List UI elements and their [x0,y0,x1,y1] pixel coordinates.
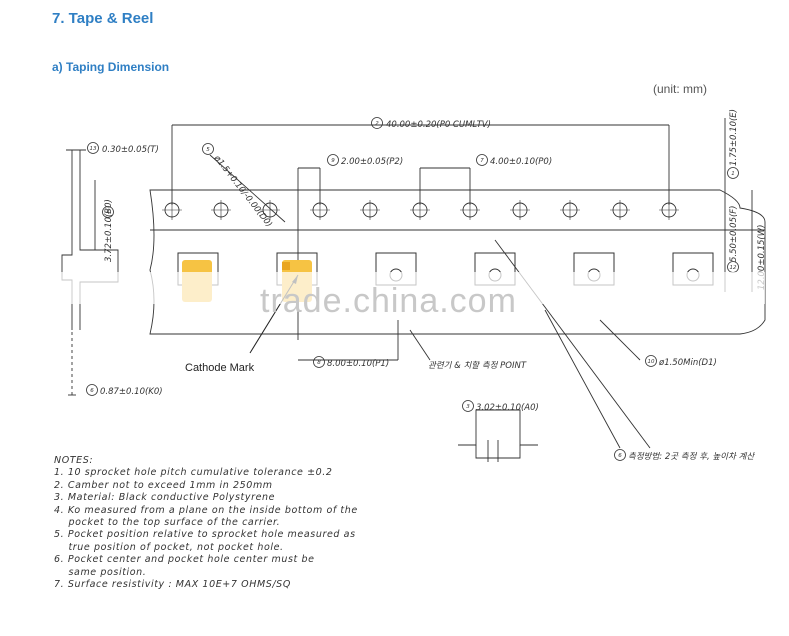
dim-4: 3.72±0.10(B0) [104,199,114,262]
dim-5: ø1.5+0.10/-0.00(D0) [211,153,274,229]
cathode-mark-label: Cathode Mark [185,362,255,374]
svg-text:5: 5 [206,147,210,153]
svg-text:13: 13 [90,146,97,152]
subsection-title: a) Taping Dimension [52,60,170,74]
svg-text:3: 3 [466,404,470,410]
svg-text:6: 6 [90,388,94,394]
dim-12: 5.50±0.05(F) [729,206,739,263]
note-line: 6. Pocket center and pocket hole center … [54,554,315,566]
dim-3: 3.02±0.10(A0) [476,403,539,413]
watermark-band [40,272,765,304]
dim-10: ø1.50Min(D1) [658,358,717,368]
svg-text:4: 4 [106,210,110,216]
callout-3 [462,400,474,412]
callout-9 [327,154,339,166]
note-line: 3. Material: Black conductive Polystyren… [54,492,276,504]
dim-13: 0.30±0.05(T) [102,145,159,155]
dim-point: 관련기 & 치할 측정 POINT [428,360,527,371]
svg-text:7: 7 [480,158,484,164]
callout-5 [202,143,214,155]
callout-4 [102,206,114,218]
note-line: pocket to the top surface of the carrier… [54,517,281,529]
note-line: true position of pocket, not pocket hole… [54,541,284,553]
watermark: trade.china.com [260,282,517,320]
dim-w: 12.00±0.15(W) [757,225,767,290]
unit-label: (unit: mm) [653,82,707,96]
dim-8: 8.00±0.10(P1) [327,359,389,369]
dim-7: 4.00±0.10(P0) [490,157,552,167]
note-line: 7. Surface resistivity : MAX 10E+7 OHMS/… [54,579,291,591]
svg-text:6: 6 [618,453,622,459]
note-line: 5. Pocket position relative to sprocket … [54,529,356,541]
tape-outline [149,189,766,335]
svg-text:9: 9 [331,158,335,164]
svg-text:8: 8 [317,360,321,366]
dim-measure: 측정방법: 2곳 측정 후, 높이차 계산 [628,451,755,462]
callout-13 [87,142,99,154]
callout-1 [727,167,739,179]
svg-text:12: 12 [730,265,737,271]
note-line: 4. Ko measured from a plane on the insid… [54,504,358,516]
svg-text:2: 2 [375,121,379,127]
callout-10 [645,355,657,367]
notes-block: NOTES: 1. 10 sprocket hole pitch cumulat… [54,455,358,591]
dim-1: 1.75±0.10(E) [729,109,739,166]
note-line: 1. 10 sprocket hole pitch cumulative tol… [54,467,333,479]
note-line: same position. [54,566,147,578]
callout-measure [614,449,626,461]
svg-text:10: 10 [648,359,655,365]
svg-text:1: 1 [731,171,735,177]
callout-7 [476,154,488,166]
dim-2: 40.00±0.20(P0 CUMLTV) [386,120,491,130]
note-line: 2. Camber not to exceed 1mm in 250mm [54,479,273,491]
callout-2 [371,117,383,129]
dim-9: 2.00±0.05(P2) [341,157,403,167]
callout-8 [313,356,325,368]
dim-6: 0.87±0.10(K0) [100,387,163,397]
notes-title: NOTES: [54,455,94,466]
section-title: 7. Tape & Reel [52,10,154,27]
callout-6 [86,384,98,396]
